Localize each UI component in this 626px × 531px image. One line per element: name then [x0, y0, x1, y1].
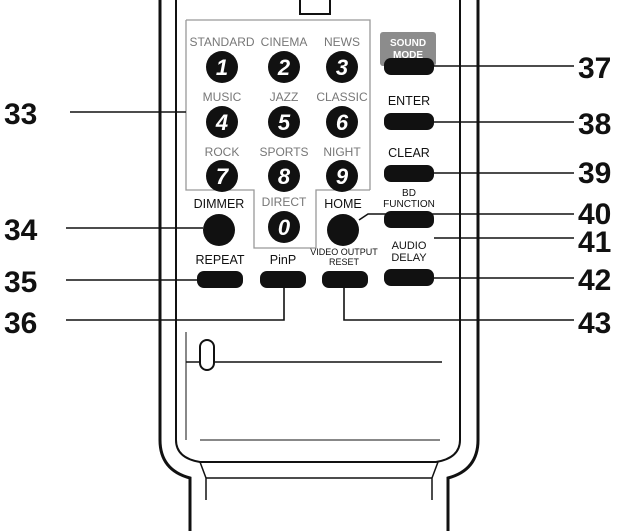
- key-3-button[interactable]: [326, 51, 358, 83]
- key-label-1: STANDARD: [189, 35, 254, 49]
- key-label-0: DIRECT: [262, 195, 307, 209]
- repeat-label: REPEAT: [195, 253, 244, 267]
- callout-43: 43: [578, 307, 611, 340]
- callout-34: 34: [4, 214, 38, 247]
- callout-36: 36: [4, 307, 37, 340]
- dimmer-button[interactable]: [203, 214, 235, 246]
- key-2-digit: 2: [277, 55, 291, 80]
- clear-label: CLEAR: [388, 146, 430, 160]
- key-4-button[interactable]: [206, 106, 238, 138]
- key-0-digit: 0: [278, 215, 291, 240]
- callout-39: 39: [578, 157, 611, 190]
- key-2-button[interactable]: [268, 51, 300, 83]
- sound-mode-label-line2: MODE: [393, 50, 423, 61]
- top-notch: [299, 0, 331, 15]
- key-label-9: NIGHT: [323, 145, 361, 159]
- key-label-4: MUSIC: [203, 90, 242, 104]
- bd-function-label-line2: FUNCTION: [383, 199, 435, 210]
- enter-button[interactable]: [384, 113, 434, 130]
- key-8-digit: 8: [278, 164, 291, 189]
- key-1-button[interactable]: [206, 51, 238, 83]
- remote-outline: [158, 0, 480, 531]
- key-label-6: CLASSIC: [316, 90, 368, 104]
- bd-function-label-line1: BD: [402, 188, 416, 199]
- key-label-8: SPORTS: [259, 145, 308, 159]
- callout-37: 37: [578, 52, 611, 85]
- key-7-digit: 7: [216, 164, 230, 189]
- leader-lines: [66, 65, 574, 321]
- callout-38: 38: [578, 108, 611, 141]
- cover-latch: [199, 339, 215, 371]
- home-label: HOME: [324, 197, 362, 211]
- key-4-digit: 4: [215, 110, 228, 135]
- leader-40: [358, 213, 574, 221]
- bd-function-button[interactable]: [384, 211, 434, 228]
- audio-delay-label-line2: DELAY: [391, 252, 427, 264]
- key-1-digit: 1: [216, 55, 228, 80]
- key-9-button[interactable]: [326, 160, 358, 192]
- sound-mode-label-box: [380, 32, 436, 66]
- enter-label: ENTER: [388, 94, 430, 108]
- callout-42: 42: [578, 264, 611, 297]
- key-7-button[interactable]: [206, 160, 238, 192]
- key-label-2: CINEMA: [261, 35, 308, 49]
- dimmer-label: DIMMER: [194, 197, 245, 211]
- numeric-keys-bracket: [185, 19, 371, 249]
- key-5-digit: 5: [278, 110, 291, 135]
- callout-40: 40: [578, 198, 611, 231]
- clear-button[interactable]: [384, 165, 434, 182]
- key-label-7: ROCK: [205, 145, 240, 159]
- key-0-button[interactable]: [268, 211, 300, 243]
- key-8-button[interactable]: [268, 160, 300, 192]
- audio-delay-button[interactable]: [384, 269, 434, 286]
- key-label-3: NEWS: [324, 35, 360, 49]
- callout-33: 33: [4, 98, 37, 131]
- video-output-reset-label-line2: RESET: [329, 257, 360, 267]
- key-6-button[interactable]: [326, 106, 358, 138]
- audio-delay-label-line1: AUDIO: [392, 240, 427, 252]
- key-5-button[interactable]: [268, 106, 300, 138]
- key-6-digit: 6: [336, 110, 349, 135]
- video-output-reset-label-line1: VIDEO OUTPUT: [310, 247, 378, 257]
- remote-foot: [199, 461, 439, 500]
- pinp-label: PinP: [270, 253, 296, 267]
- home-button[interactable]: [327, 214, 359, 246]
- leader-43: [343, 288, 574, 321]
- key-label-5: JAZZ: [270, 90, 299, 104]
- leader-36: [66, 288, 285, 321]
- sound-mode-label-line1: SOUND: [390, 38, 426, 49]
- callout-35: 35: [4, 266, 37, 299]
- pinp-button[interactable]: [260, 271, 306, 288]
- numeric-keys: STANDARD 1 CINEMA 2 NEWS 3 MUSIC 4 JAZZ …: [189, 35, 368, 243]
- repeat-button[interactable]: [197, 271, 243, 288]
- key-9-digit: 9: [336, 164, 349, 189]
- remote-inner-outline: [175, 0, 461, 463]
- key-3-digit: 3: [336, 55, 348, 80]
- video-output-reset-button[interactable]: [322, 271, 368, 288]
- callout-41: 41: [578, 226, 611, 259]
- sound-mode-button[interactable]: [384, 58, 434, 75]
